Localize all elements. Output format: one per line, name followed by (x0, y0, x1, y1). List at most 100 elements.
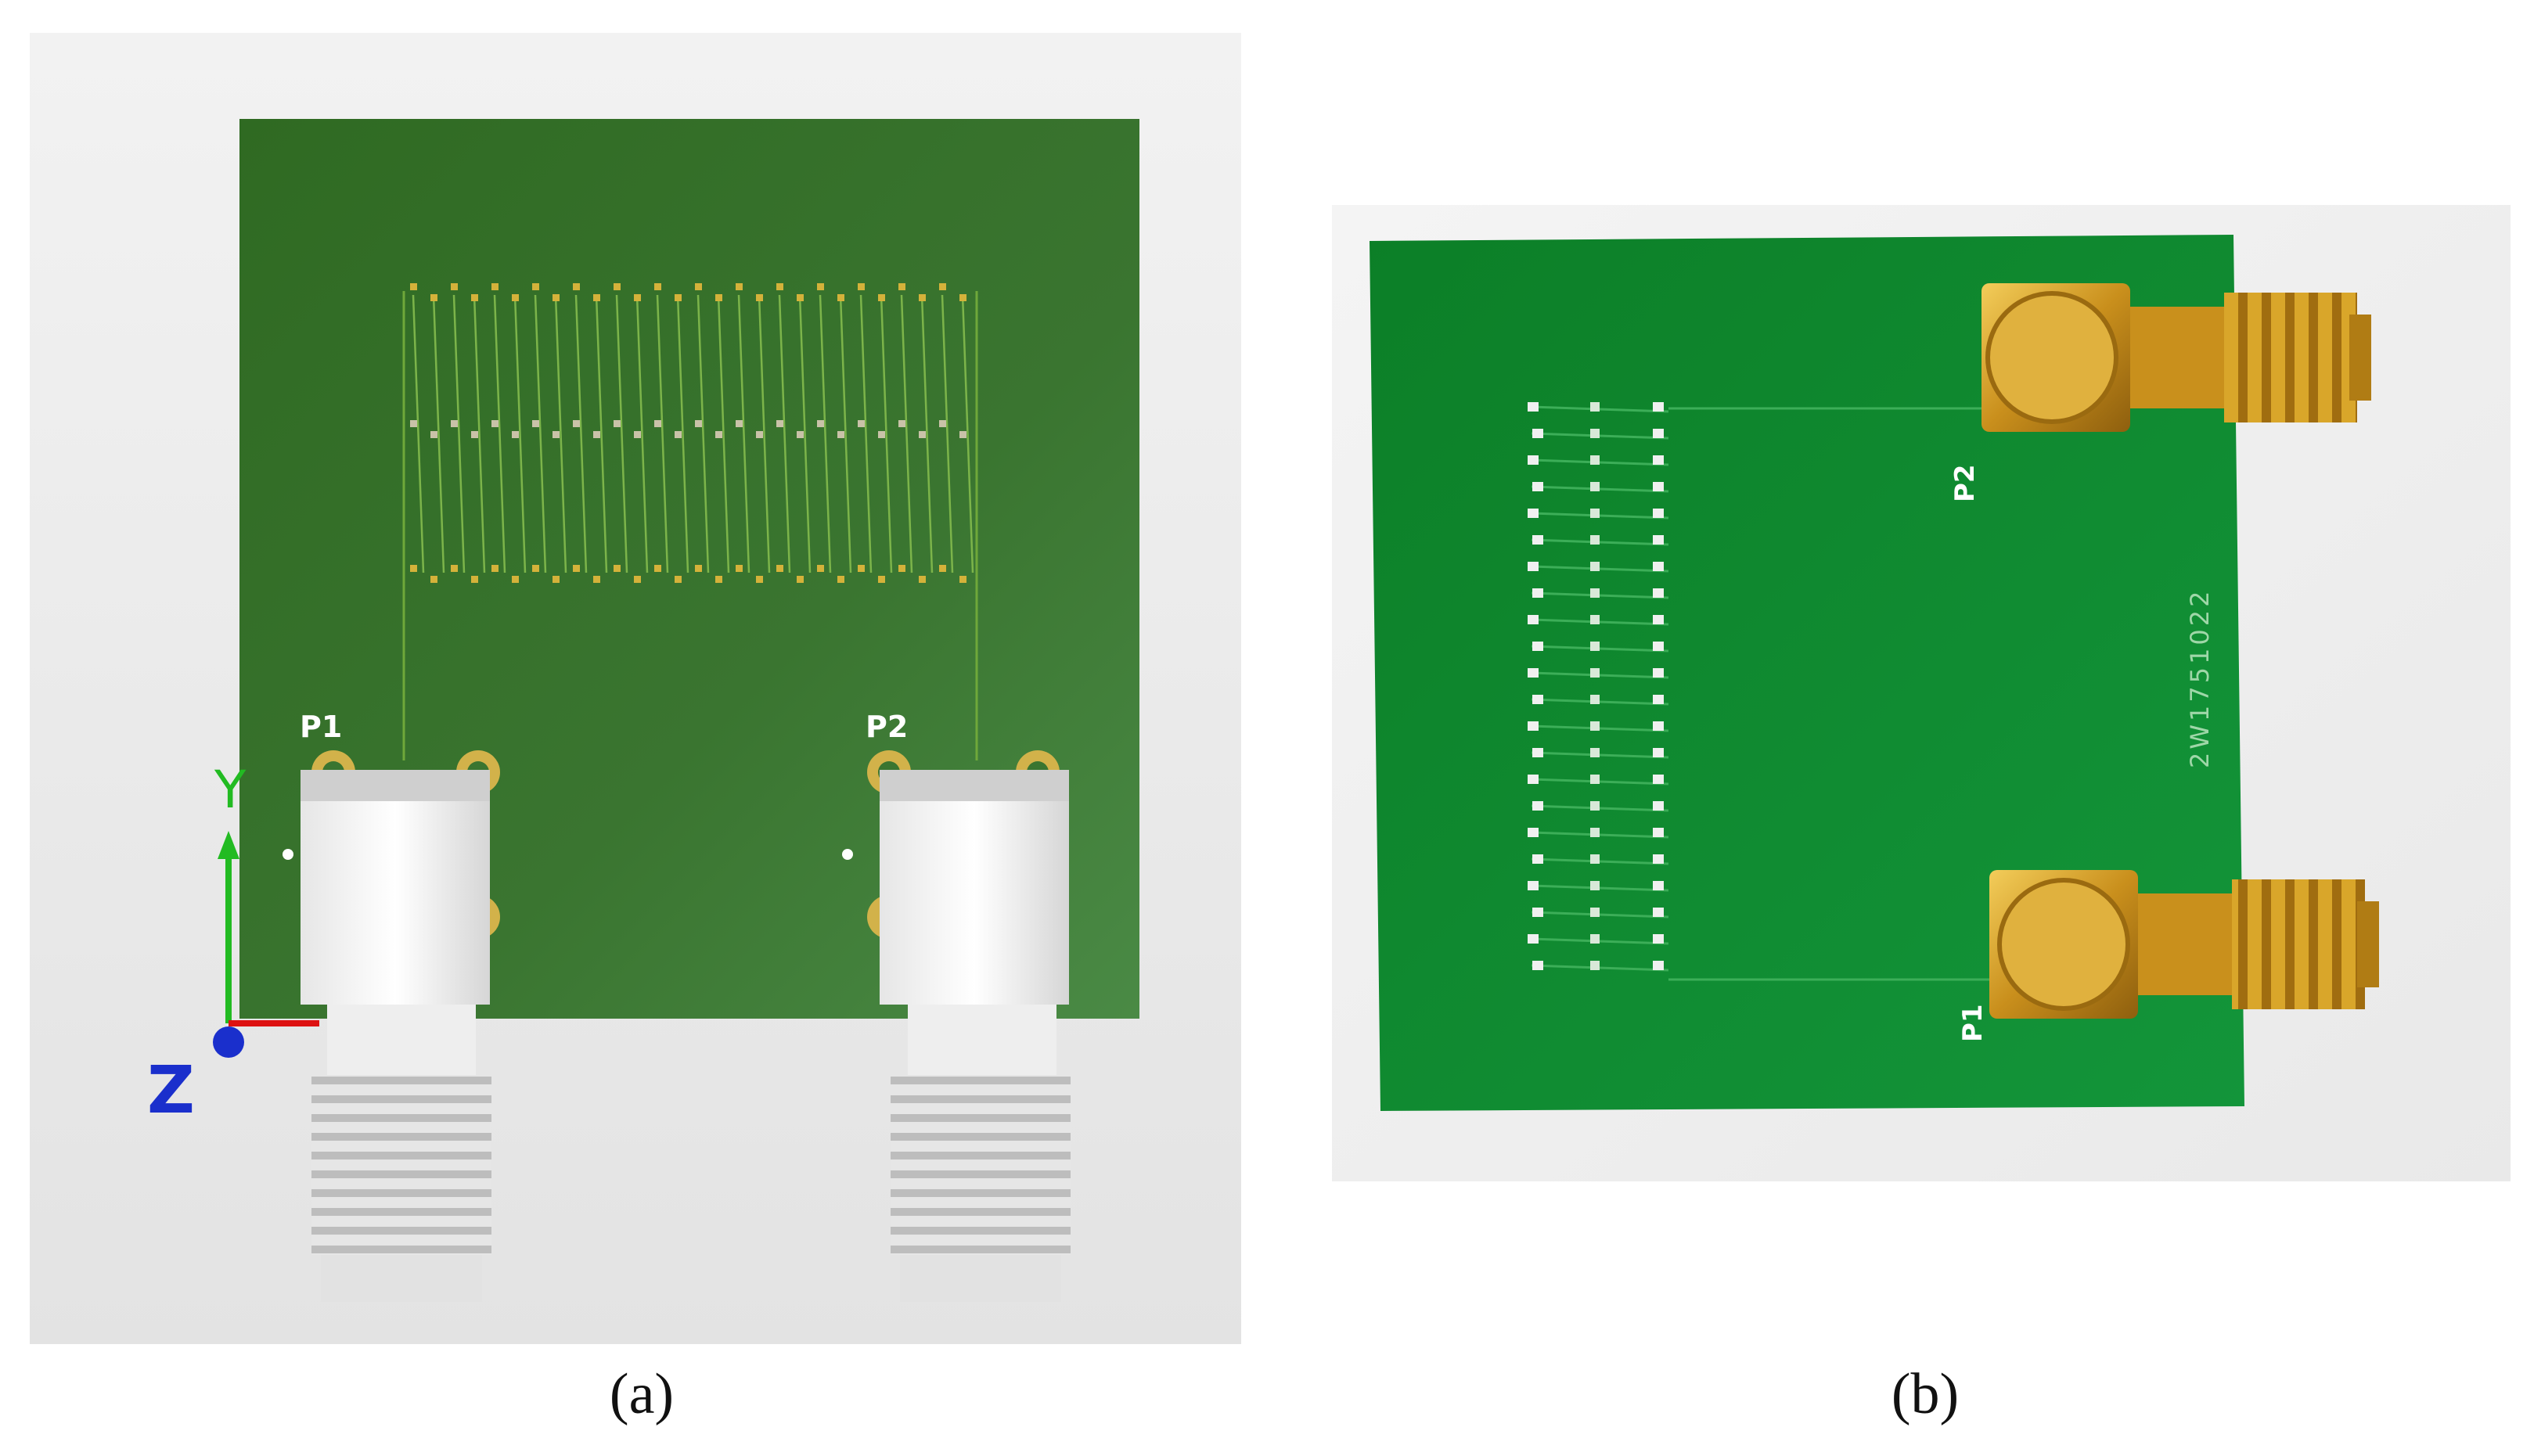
pad (776, 420, 783, 427)
trace-line-photo (1531, 831, 1669, 839)
pad (675, 294, 682, 301)
pad (919, 431, 926, 438)
pad (451, 565, 458, 572)
trace-line (473, 294, 486, 573)
smd-component (1590, 695, 1600, 704)
trace-line-photo (1531, 964, 1669, 972)
render-canvas: P1 P2 Y Z (30, 33, 1241, 1344)
smd-component (1653, 828, 1664, 837)
pad (410, 283, 417, 290)
axis-label-z: Z (147, 1052, 195, 1128)
trace-line (676, 294, 689, 573)
smd-component (1532, 748, 1543, 757)
smd-component (1590, 642, 1600, 651)
pad (553, 294, 560, 301)
trace-line-photo (1531, 565, 1669, 573)
smd-component (1528, 562, 1539, 571)
pad (817, 565, 824, 572)
smd-component (1590, 482, 1600, 491)
pad (491, 420, 499, 427)
trace-line (412, 294, 425, 573)
smd-component (1532, 961, 1543, 970)
trace-line (900, 294, 913, 573)
port-label-p1: P1 (300, 710, 342, 744)
trace-line (635, 294, 649, 573)
trace-line (717, 294, 730, 573)
pad (919, 576, 926, 583)
trace-line (961, 294, 974, 573)
smd-component (1590, 801, 1600, 811)
trace-line-photo (1531, 485, 1669, 493)
pad (593, 576, 600, 583)
meander-traces (402, 291, 978, 760)
smd-component (1532, 429, 1543, 438)
smd-component (1653, 775, 1664, 784)
smd-component (1532, 588, 1543, 598)
trace-line (920, 294, 934, 573)
pad (573, 283, 580, 290)
smd-component (1532, 908, 1543, 917)
smd-component (1528, 615, 1539, 624)
pad (654, 283, 661, 290)
trace-line-photo (1531, 538, 1669, 546)
pad (675, 431, 682, 438)
pad (532, 420, 539, 427)
axis-label-y: Y (214, 760, 247, 820)
pad (614, 283, 621, 290)
trace-line-photo (1531, 512, 1669, 519)
trace-line (758, 294, 771, 573)
caption-a: (a) (609, 1362, 675, 1426)
smd-component (1532, 482, 1543, 491)
pad (512, 431, 519, 438)
smd-component (1653, 535, 1664, 545)
trace-line-photo (1531, 405, 1669, 413)
trace-line (737, 294, 750, 573)
pad (756, 431, 763, 438)
trace-line (798, 294, 812, 573)
smd-component (1532, 695, 1543, 704)
sma-connector-p2 (1981, 283, 2371, 432)
smd-component (1653, 668, 1664, 678)
pad (695, 420, 702, 427)
photo-canvas: P2 P1 2W1751022 (1332, 205, 2511, 1181)
pad (654, 420, 661, 427)
smd-component (1590, 668, 1600, 678)
pad (430, 431, 437, 438)
smd-component (1590, 854, 1600, 864)
smd-component (1528, 402, 1539, 412)
pad (532, 565, 539, 572)
silkscreen-code: 2W1751022 (2185, 588, 2215, 768)
smd-component (1590, 721, 1600, 731)
smd-component (1590, 455, 1600, 465)
trace-line (574, 294, 588, 573)
pad (797, 294, 804, 301)
port-label-p2: P2 (866, 710, 908, 744)
pad (919, 294, 926, 301)
trace-line-photo (1531, 884, 1669, 892)
pad (756, 294, 763, 301)
coordinate-axis-gizmo: Y Z (147, 760, 319, 1128)
trace-array-photo (1528, 402, 1989, 981)
smd-component (1653, 748, 1664, 757)
pad (593, 431, 600, 438)
trace-line (432, 294, 445, 573)
pad (858, 565, 865, 572)
trace-line (859, 294, 873, 573)
trace-line (819, 294, 832, 573)
pad (817, 283, 824, 290)
pad (410, 565, 417, 572)
pad (532, 283, 539, 290)
smd-component (1590, 775, 1600, 784)
pad (878, 576, 885, 583)
pad (654, 565, 661, 572)
smd-component (1590, 961, 1600, 970)
pad (410, 420, 417, 427)
trace-line (941, 294, 954, 573)
trace-line-photo (1531, 937, 1669, 945)
trace-line (615, 294, 628, 573)
smd-component (1653, 562, 1664, 571)
smd-component (1528, 881, 1539, 890)
pad (614, 565, 621, 572)
caption-b-letter: b (1910, 1362, 1940, 1426)
smd-component (1653, 402, 1664, 412)
